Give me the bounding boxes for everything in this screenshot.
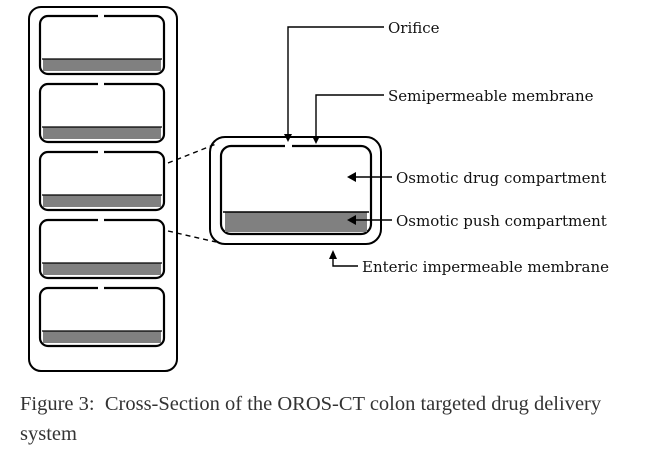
enteric-membrane-outline	[209, 136, 382, 245]
unit-orifice	[98, 285, 104, 291]
capsule-unit	[38, 285, 166, 348]
enteric-leader	[332, 258, 358, 267]
unit-orifice	[98, 149, 104, 155]
label-orifice: Orifice	[388, 19, 440, 37]
unit-orifice	[98, 217, 104, 223]
orifice	[285, 143, 292, 150]
capsule-shell	[28, 6, 178, 372]
enteric-arrowhead	[329, 250, 337, 259]
arrowheads	[284, 134, 356, 259]
connector-dashed-lower	[167, 230, 217, 243]
unit-push-layer	[43, 263, 161, 275]
label-semipermeable-membrane: Semipermeable membrane	[388, 87, 594, 105]
unit-orifice	[98, 81, 104, 87]
oros-ct-diagram: Orifice Semipermeable membrane Osmotic d…	[28, 6, 609, 372]
push-compartment-layer	[225, 212, 367, 232]
enlarged-unit	[209, 136, 382, 245]
connector-dashed-upper	[167, 143, 217, 164]
unit-orifice	[98, 13, 104, 19]
orifice-arrowhead	[284, 134, 292, 142]
unit-push-layer	[43, 127, 161, 139]
unit-push-layer	[43, 195, 161, 207]
figure-caption: Figure 3: Cross-Section of the OROS-CT c…	[20, 389, 660, 449]
label-enteric-impermeable-membrane: Enteric impermeable membrane	[362, 258, 609, 276]
capsule-unit	[38, 81, 166, 144]
capsule-units	[38, 13, 166, 348]
unit-push-layer	[43, 59, 161, 71]
callouts	[287, 26, 392, 267]
drug-compartment-arrowhead	[347, 172, 356, 182]
capsule-unit	[38, 217, 166, 280]
unit-push-layer	[43, 331, 161, 343]
orifice-leader	[287, 26, 384, 138]
label-osmotic-push-compartment: Osmotic push compartment	[396, 212, 607, 230]
label-osmotic-drug-compartment: Osmotic drug compartment	[396, 169, 606, 187]
figure-caption-text: Cross-Section of the OROS-CT colon targe…	[20, 393, 602, 445]
capsule-unit	[38, 13, 166, 76]
semipermeable-arrowhead	[312, 136, 320, 144]
semipermeable-leader	[315, 94, 384, 140]
capsule-unit	[38, 149, 166, 212]
figure-number: Figure 3:	[20, 393, 95, 415]
push-compartment-arrowhead	[347, 215, 356, 225]
